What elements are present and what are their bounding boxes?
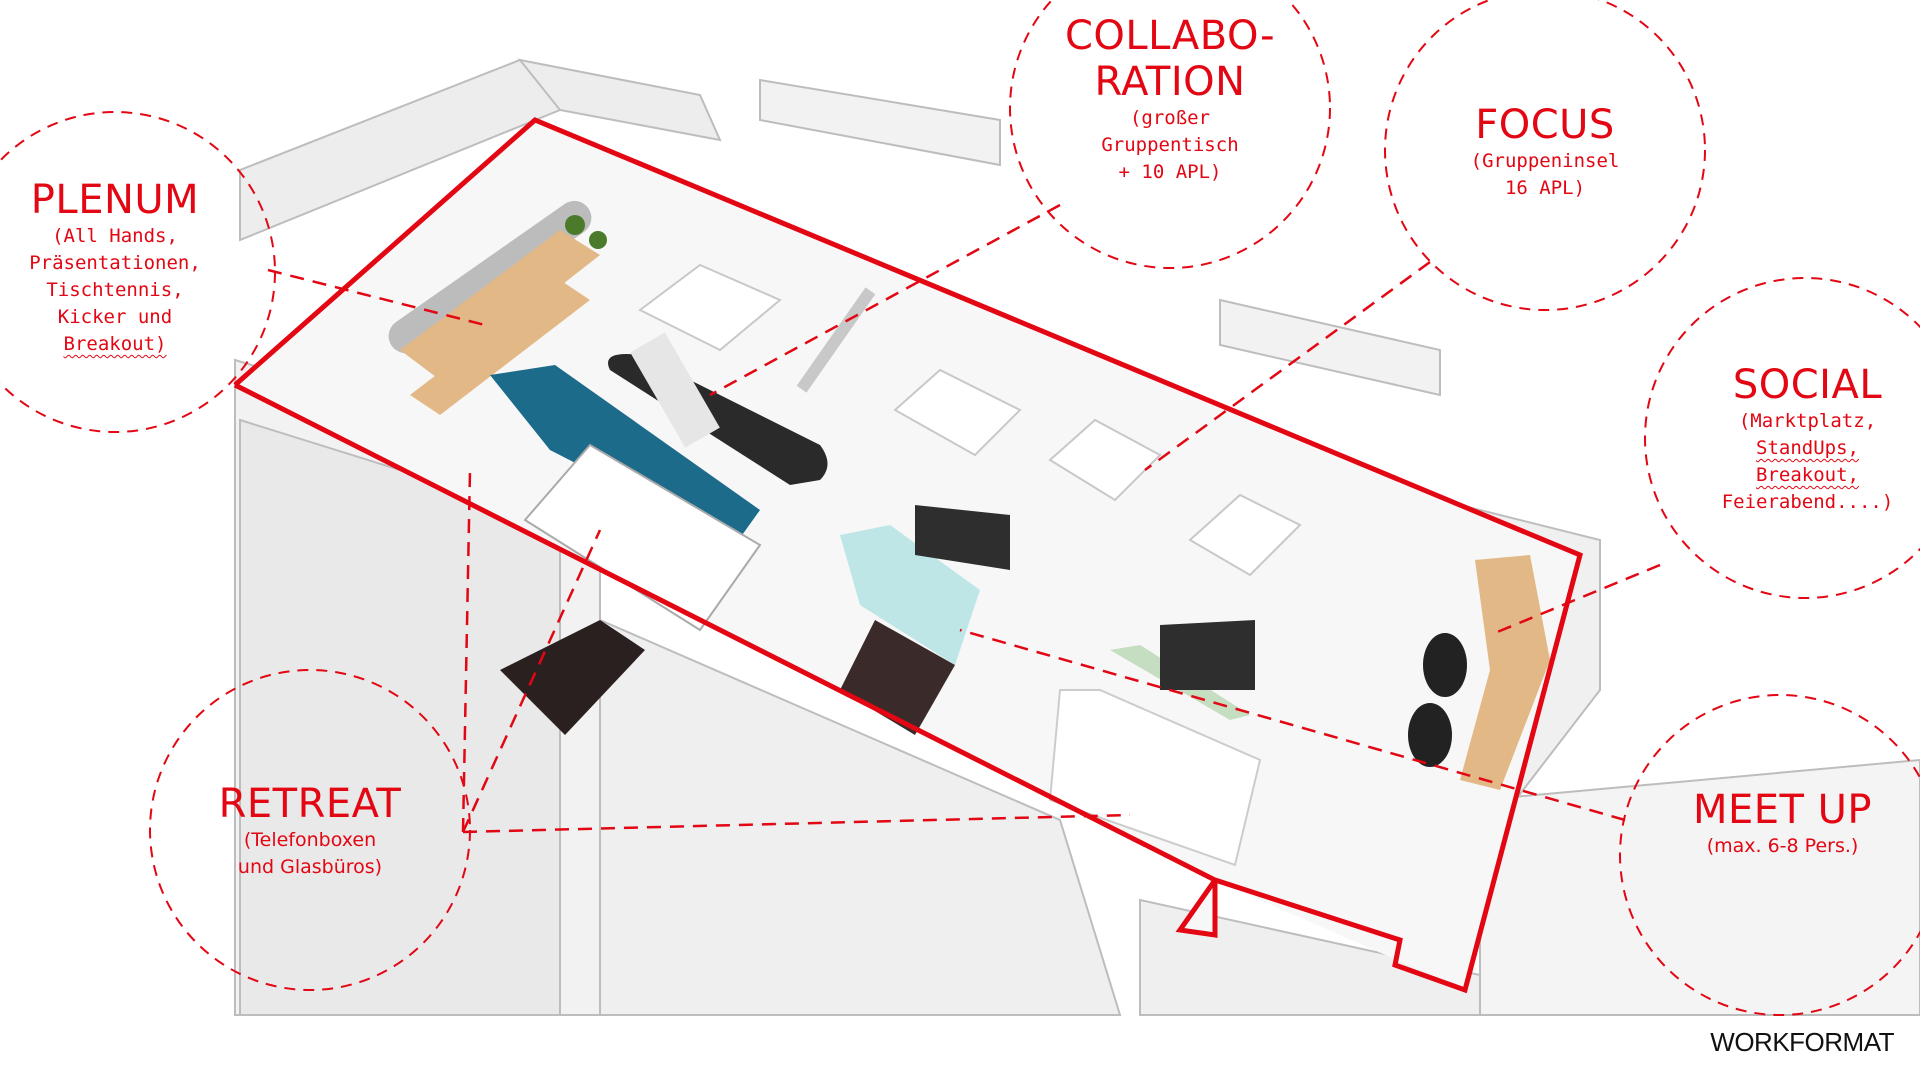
social-line: StandUps, xyxy=(1756,437,1859,459)
collaboration-line: + 10 APL) xyxy=(1118,161,1222,183)
social-title: SOCIAL xyxy=(1732,362,1883,408)
collaboration-title-line: COLLABO- xyxy=(1064,13,1276,59)
retreat-connector-1 xyxy=(461,529,602,833)
meetup-room xyxy=(1048,689,1262,867)
collaboration-label: COLLABO- RATION (großer Gruppentisch + 1… xyxy=(1060,13,1280,186)
focus-line: 16 APL) xyxy=(1504,177,1586,199)
retreat-label: RETREAT (Telefonboxen und Glasbüros) xyxy=(200,781,420,881)
plenum-line: (All Hands, xyxy=(52,225,178,247)
glass-cube xyxy=(840,525,980,665)
focus-label: FOCUS (Gruppeninsel 16 APL) xyxy=(1435,102,1655,202)
collaboration-connector xyxy=(709,203,1061,397)
meetup-circle xyxy=(1619,694,1920,1016)
collaboration-line: (großer xyxy=(1129,107,1211,129)
meetup-title: MEET UP xyxy=(1692,787,1873,833)
collaboration-circle xyxy=(1009,0,1331,269)
focus-desks xyxy=(638,263,1302,577)
focus-circle xyxy=(1384,0,1706,311)
plant-box xyxy=(1160,620,1255,690)
retreat-line: und Glasbüros) xyxy=(237,856,383,878)
social-connector xyxy=(1489,563,1661,637)
plenum-line: Breakout) xyxy=(63,333,167,355)
building-context xyxy=(234,58,1920,1016)
dark-counter xyxy=(915,505,1010,570)
retreat-line: (Telefonboxen xyxy=(243,829,377,851)
meetup-connector xyxy=(959,628,1626,822)
social-lounge xyxy=(1408,555,1550,790)
collaboration-title-line: RATION xyxy=(1094,59,1246,105)
social-line: (Marktplatz, xyxy=(1738,410,1877,432)
plenum-line: Tischtennis, xyxy=(46,279,184,301)
retreat-circle xyxy=(149,669,471,991)
meetup-label: MEET UP (max. 6-8 Pers.) xyxy=(1665,787,1900,860)
retreat-connector-3 xyxy=(462,813,1131,834)
dark-room xyxy=(500,620,645,735)
plenum-line: Kicker und xyxy=(57,306,173,328)
social-label: SOCIAL (Marktplatz, StandUps, Breakout, … xyxy=(1700,362,1915,516)
plenum-line: Präsentationen, xyxy=(29,252,201,274)
collaboration-line: Gruppentisch xyxy=(1101,134,1239,156)
meetup-line: (max. 6-8 Pers.) xyxy=(1706,835,1859,857)
retreat-connector-2 xyxy=(461,469,472,833)
collaboration-table xyxy=(608,332,828,485)
workformat-logo: WORKFORMAT xyxy=(1710,1027,1894,1057)
plenum-furniture xyxy=(388,200,607,415)
plenum-title: PLENUM xyxy=(30,177,200,223)
plenum-connector xyxy=(267,268,486,327)
focus-connector xyxy=(1144,260,1431,472)
plenum-label: PLENUM (All Hands, Präsentationen, Tisch… xyxy=(15,177,215,358)
blue-meeting-box xyxy=(490,365,760,545)
office-boundary xyxy=(233,117,1583,994)
glass-office xyxy=(523,443,762,632)
retreat-title: RETREAT xyxy=(218,781,402,827)
focus-line: (Gruppeninsel xyxy=(1470,150,1620,172)
social-line: Feierabend....) xyxy=(1721,491,1894,513)
focus-title: FOCUS xyxy=(1475,102,1615,148)
social-line: Breakout, xyxy=(1756,464,1859,486)
social-circle xyxy=(1644,277,1920,599)
